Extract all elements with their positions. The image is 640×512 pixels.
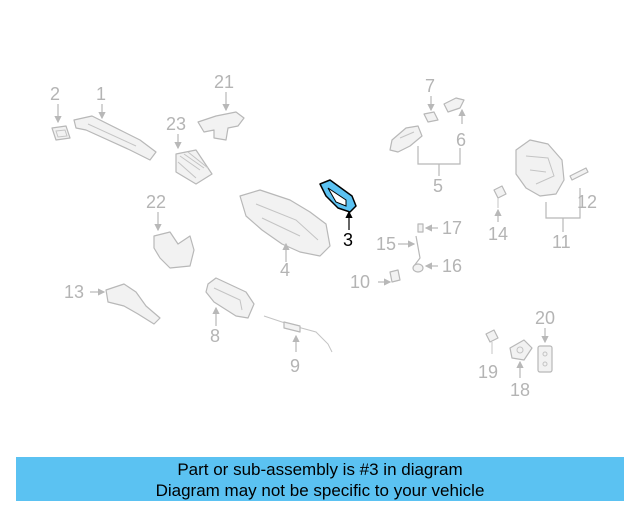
- part-13[interactable]: 13: [64, 282, 161, 325]
- part-21[interactable]: 21: [197, 72, 245, 141]
- callout-16: 16: [442, 256, 462, 276]
- part-16[interactable]: 16: [412, 256, 462, 276]
- caption-line-2: Diagram may not be specific to your vehi…: [155, 481, 485, 500]
- part-20[interactable]: 20: [535, 308, 555, 373]
- callout-21: 21: [214, 72, 234, 92]
- caption-banner: Part or sub-assembly is #3 in diagram Di…: [16, 457, 624, 501]
- part-19[interactable]: 19: [478, 329, 499, 382]
- callout-9: 9: [290, 356, 300, 376]
- part-22[interactable]: 22: [146, 192, 195, 269]
- part-12[interactable]: 12: [569, 167, 597, 212]
- part-14[interactable]: 14: [488, 185, 508, 244]
- callout-23: 23: [166, 114, 186, 134]
- part-3[interactable]: 3: [319, 179, 357, 250]
- part-1[interactable]: 1: [73, 84, 157, 161]
- part-17[interactable]: 17: [417, 218, 462, 238]
- part-18[interactable]: 18: [509, 339, 533, 400]
- callout-7: 7: [425, 76, 435, 96]
- callout-17: 17: [442, 218, 462, 238]
- callout-22: 22: [146, 192, 166, 212]
- callout-2: 2: [50, 84, 60, 104]
- part-23[interactable]: 23: [166, 114, 213, 185]
- part-8[interactable]: 8: [205, 277, 255, 346]
- caption-line-1: Part or sub-assembly is #3 in diagram: [177, 460, 463, 479]
- part-4[interactable]: 4: [239, 189, 331, 280]
- callout-3: 3: [343, 230, 353, 250]
- callout-20: 20: [535, 308, 555, 328]
- callout-13: 13: [64, 282, 84, 302]
- callout-10: 10: [350, 272, 370, 292]
- part-11[interactable]: 11: [515, 139, 581, 252]
- callout-1: 1: [96, 84, 106, 104]
- callout-15: 15: [376, 234, 396, 254]
- part-2[interactable]: 2: [50, 84, 71, 141]
- callout-14: 14: [488, 224, 508, 244]
- callout-11: 11: [552, 232, 571, 252]
- part-5-lock-cylinder[interactable]: 5: [389, 125, 461, 196]
- callout-19: 19: [478, 362, 498, 382]
- part-7[interactable]: 7: [423, 76, 439, 123]
- part-6[interactable]: 6: [443, 97, 466, 150]
- callout-6: 6: [456, 130, 466, 150]
- callout-18: 18: [510, 380, 530, 400]
- callout-12: 12: [577, 192, 597, 212]
- callout-5: 5: [433, 176, 443, 196]
- part-10[interactable]: 10: [350, 269, 401, 292]
- callout-4: 4: [280, 260, 290, 280]
- part-15[interactable]: 15: [376, 234, 421, 267]
- callout-8: 8: [210, 326, 220, 346]
- parts-diagram: 2 1 21 23 22 4 3: [50, 72, 597, 400]
- part-9[interactable]: 9: [263, 315, 333, 376]
